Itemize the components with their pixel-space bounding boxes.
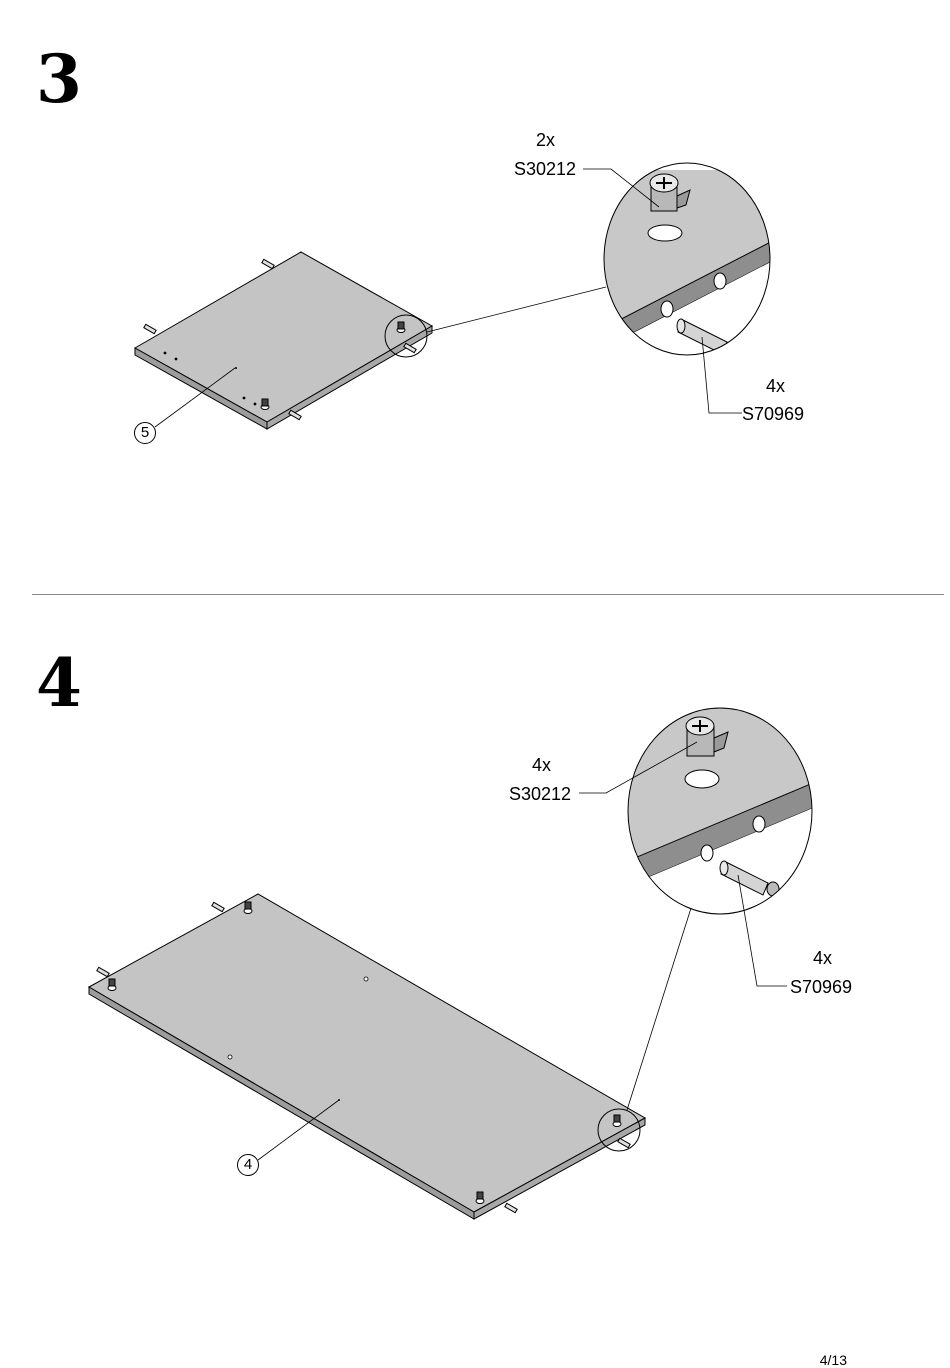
s70969-code-step3: S70969	[742, 405, 804, 423]
s70969-code-step4: S70969	[790, 978, 852, 996]
detail-view-step4	[579, 705, 820, 986]
s30212-code-step3: S30212	[514, 160, 576, 178]
detail-view-step3	[583, 163, 790, 413]
panel-4	[89, 894, 692, 1219]
s30212-qty-step3: 2x	[536, 131, 555, 149]
s70969-qty-step4: 4x	[813, 949, 832, 967]
s30212-code-step4: S30212	[509, 785, 571, 803]
part-callout-4: 4	[237, 1154, 259, 1176]
page-number: 4/13	[820, 1352, 847, 1368]
part-callout-5: 5	[134, 422, 156, 444]
s30212-qty-step4: 4x	[532, 756, 551, 774]
s70969-qty-step3: 4x	[766, 377, 785, 395]
panel-5	[135, 252, 606, 429]
